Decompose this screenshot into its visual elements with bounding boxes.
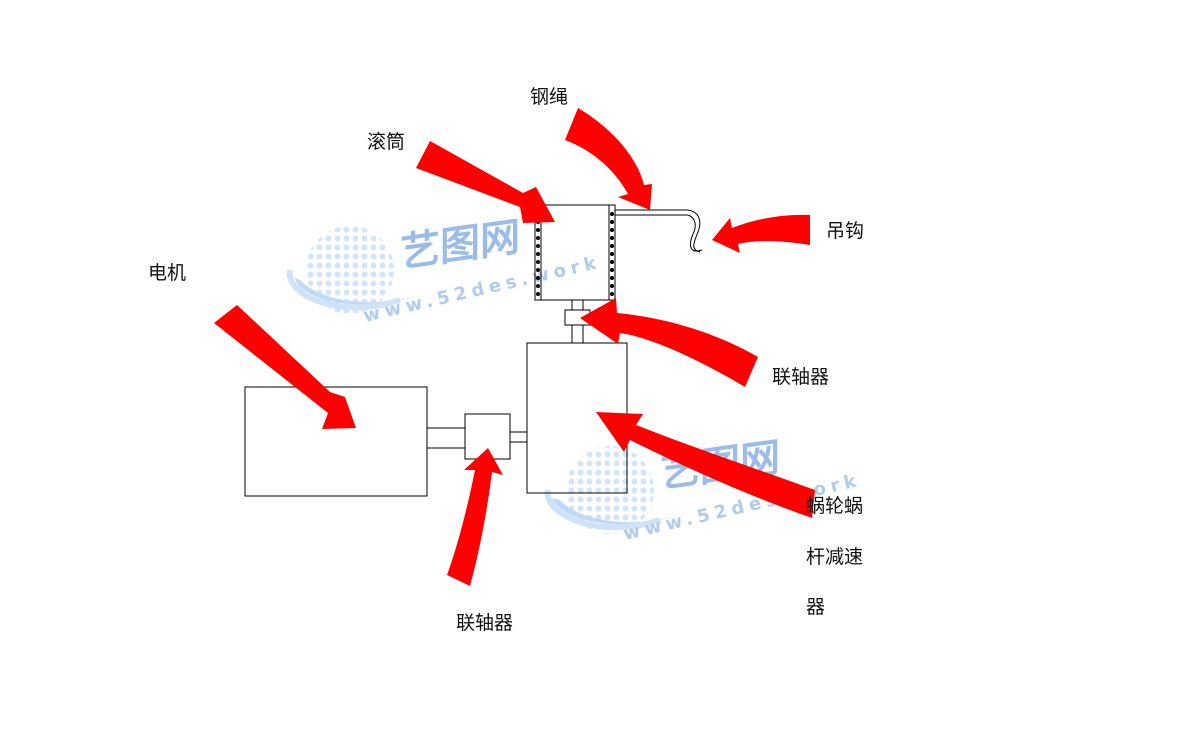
motor-box xyxy=(244,386,428,497)
watermark-brand-1: 艺图网 xyxy=(400,214,520,277)
reducer-label-line1: 蜗轮蜗 xyxy=(806,495,864,517)
hook-pointer-arrow xyxy=(712,214,810,253)
drum-pointer-arrow xyxy=(416,141,555,223)
hook-shape xyxy=(687,209,701,253)
drum xyxy=(534,204,616,301)
reducer-output-shaft xyxy=(571,300,584,343)
motor-pointer-arrow xyxy=(214,305,356,429)
reducer-pointer-arrow xyxy=(596,412,815,518)
motor-shaft xyxy=(427,427,465,449)
watermark-logo-1: 艺图网 www.52des.work xyxy=(286,214,603,327)
rope-pointer-arrow xyxy=(565,108,652,210)
upper-coupling-label: 联轴器 xyxy=(772,366,830,388)
reducer-input-shaft xyxy=(510,431,527,443)
motor-label: 电机 xyxy=(148,262,187,284)
lower-coupling-label: 联轴器 xyxy=(456,612,514,634)
reducer-label-line3: 器 xyxy=(806,596,826,618)
hook-label: 吊钩 xyxy=(826,220,865,242)
drum-label: 滚筒 xyxy=(367,131,406,153)
upper-coupling-pointer-arrow xyxy=(580,298,758,387)
reducer-label-line2: 杆减速 xyxy=(806,546,864,568)
rope-label: 钢绳 xyxy=(530,86,569,108)
lower-coupling-pointer-arrow xyxy=(447,448,503,586)
steel-rope xyxy=(615,209,688,216)
